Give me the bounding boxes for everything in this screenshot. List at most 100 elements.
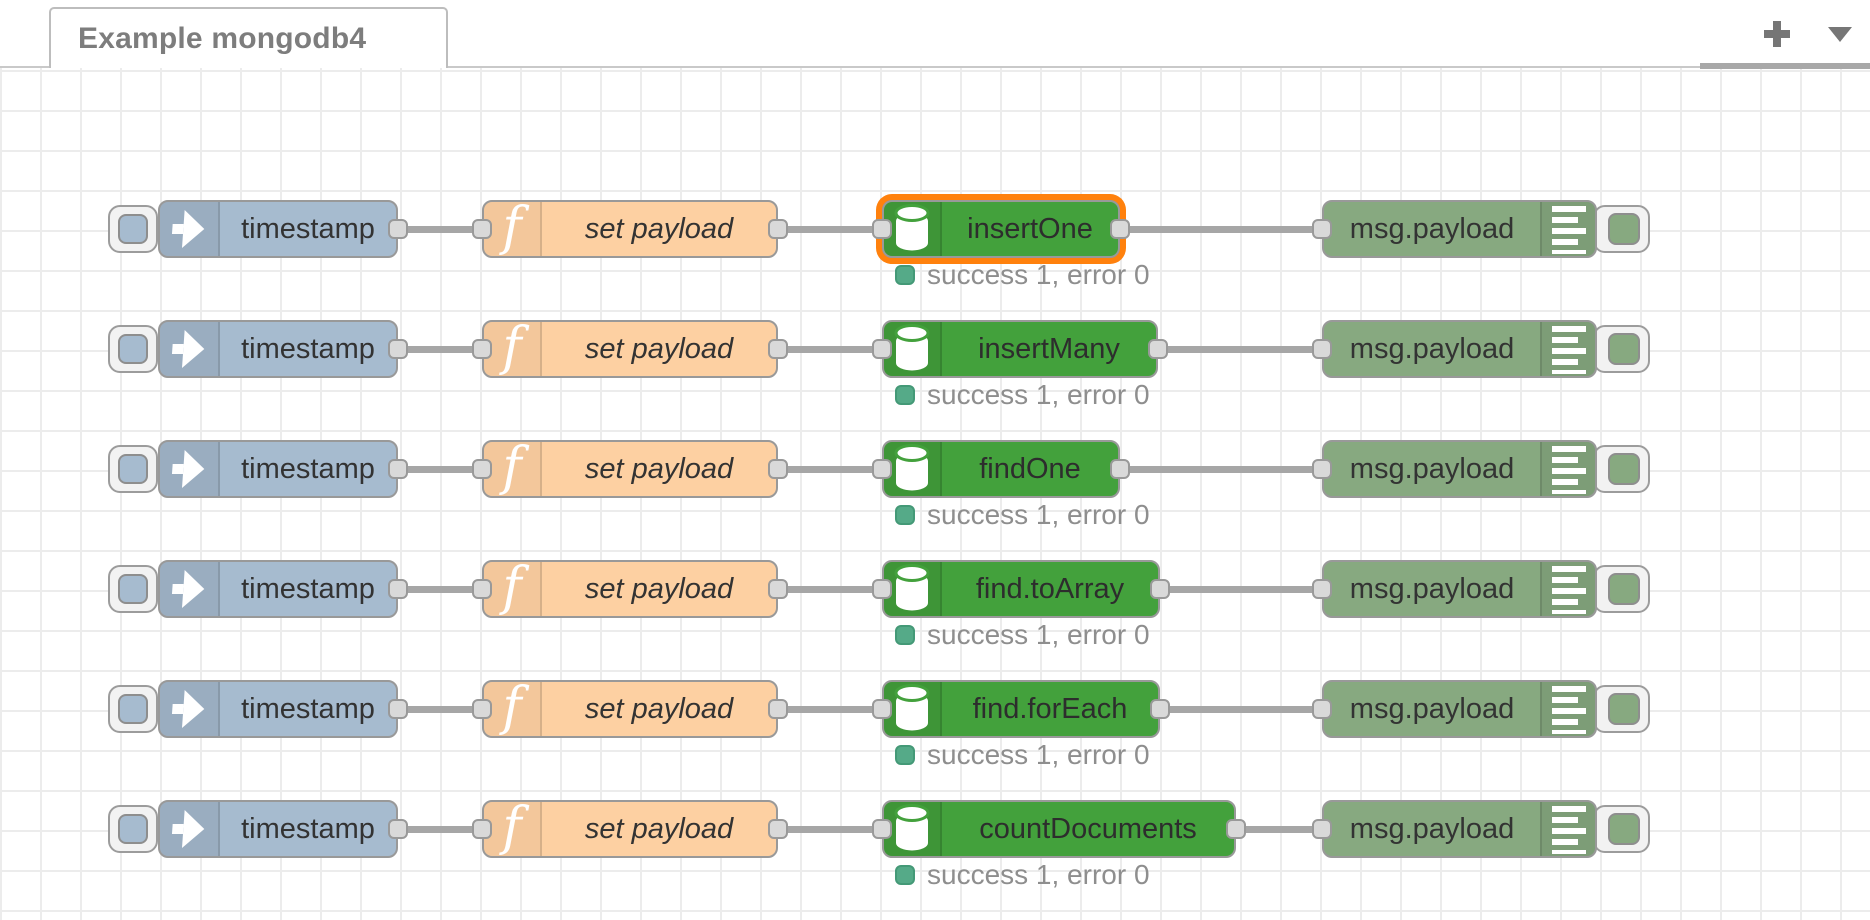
inject-node-label: timestamp [241,572,375,605]
function-output-port[interactable] [768,459,788,479]
inject-button-inner [118,334,148,364]
database-icon [894,804,930,851]
wire-mongodb-to-debug[interactable] [1120,226,1322,233]
mongodb-output-port[interactable] [1226,819,1246,839]
flow-list-button[interactable] [1820,14,1860,54]
wire-function-to-mongodb[interactable] [778,226,882,233]
mongodb-output-port[interactable] [1110,219,1130,239]
debug-input-port[interactable] [1312,579,1332,599]
mongodb-node[interactable]: find.forEach [882,680,1160,738]
wire-function-to-mongodb[interactable] [778,826,882,833]
inject-node[interactable]: timestamp [158,440,398,498]
wire-inject-to-function[interactable] [398,226,482,233]
inject-node[interactable]: timestamp [158,800,398,858]
debug-input-port[interactable] [1312,219,1332,239]
mongodb-input-port[interactable] [872,219,892,239]
mongodb-input-port[interactable] [872,699,892,719]
inject-output-port[interactable] [388,699,408,719]
tab-scrollbar[interactable] [1700,63,1870,69]
function-icon: f [502,317,522,377]
function-input-port[interactable] [472,339,492,359]
mongodb-output-port[interactable] [1150,579,1170,599]
mongodb-input-port[interactable] [872,459,892,479]
wire-mongodb-to-debug[interactable] [1160,706,1322,713]
wire-function-to-mongodb[interactable] [778,346,882,353]
function-input-port[interactable] [472,579,492,599]
mongodb-node[interactable]: insertMany [882,320,1158,378]
function-output-port[interactable] [768,699,788,719]
mongodb-input-port[interactable] [872,579,892,599]
function-output-port[interactable] [768,339,788,359]
debug-node[interactable]: msg.payload [1322,680,1597,738]
wire-inject-to-function[interactable] [398,346,482,353]
function-input-port[interactable] [472,459,492,479]
wire-function-to-mongodb[interactable] [778,706,882,713]
wire-mongodb-to-debug[interactable] [1158,346,1322,353]
function-output-port[interactable] [768,819,788,839]
mongodb-output-port[interactable] [1110,459,1130,479]
inject-node-label: timestamp [241,452,375,485]
debug-node[interactable]: msg.payload [1322,200,1597,258]
debug-node[interactable]: msg.payload [1322,320,1597,378]
mongodb-node[interactable]: find.toArray [882,560,1160,618]
function-output-port[interactable] [768,579,788,599]
function-input-port[interactable] [472,219,492,239]
function-output-port[interactable] [768,219,788,239]
status-dot-icon [895,865,915,885]
inject-output-port[interactable] [388,579,408,599]
wire-inject-to-function[interactable] [398,586,482,593]
inject-output-port[interactable] [388,339,408,359]
debug-node[interactable]: msg.payload [1322,440,1597,498]
add-flow-button[interactable] [1757,14,1797,54]
wire-inject-to-function[interactable] [398,466,482,473]
inject-button-inner [118,214,148,244]
wire-mongodb-to-debug[interactable] [1236,826,1322,833]
inject-output-port[interactable] [388,819,408,839]
inject-node[interactable]: timestamp [158,680,398,738]
debug-node[interactable]: msg.payload [1322,560,1597,618]
inject-arrow-icon [171,810,205,848]
mongodb-output-port[interactable] [1148,339,1168,359]
function-icon-area: f [484,317,542,377]
debug-input-port[interactable] [1312,339,1332,359]
debug-node[interactable]: msg.payload [1322,800,1597,858]
mongodb-output-port[interactable] [1150,699,1170,719]
mongodb-node[interactable]: findOne [882,440,1120,498]
debug-input-port[interactable] [1312,699,1332,719]
wire-mongodb-to-debug[interactable] [1120,466,1322,473]
mongodb-input-port[interactable] [872,819,892,839]
wire-inject-to-function[interactable] [398,706,482,713]
mongodb-input-port[interactable] [872,339,892,359]
inject-output-port[interactable] [388,459,408,479]
debug-input-port[interactable] [1312,459,1332,479]
wire-mongodb-to-debug[interactable] [1160,586,1322,593]
function-input-port[interactable] [472,699,492,719]
debug-toggle-inner [1608,813,1640,845]
debug-input-port[interactable] [1312,819,1332,839]
mongodb-icon-area [884,442,942,496]
debug-toggle-inner [1608,453,1640,485]
tab-example-mongodb4[interactable]: Example mongodb4 [49,7,448,68]
mongodb-node[interactable]: countDocuments [882,800,1236,858]
wire-inject-to-function[interactable] [398,826,482,833]
mongodb-node[interactable]: insertOne [882,200,1120,258]
inject-button[interactable] [108,805,158,853]
mongodb-icon-area [884,562,942,616]
inject-output-port[interactable] [388,219,408,239]
wire-function-to-mongodb[interactable] [778,466,882,473]
inject-node[interactable]: timestamp [158,320,398,378]
inject-node[interactable]: timestamp [158,200,398,258]
inject-node[interactable]: timestamp [158,560,398,618]
inject-button-inner [118,694,148,724]
function-input-port[interactable] [472,819,492,839]
database-icon [894,684,930,731]
inject-button[interactable] [108,205,158,253]
wire-function-to-mongodb[interactable] [778,586,882,593]
